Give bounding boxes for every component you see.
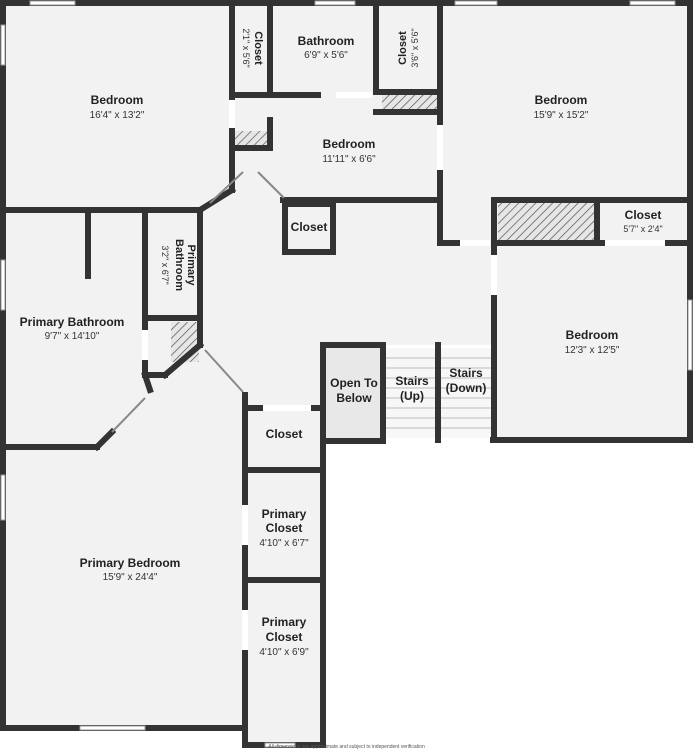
room-dimensions: 4'10" x 6'7" [259,538,309,549]
room-name: Bedroom [535,93,588,107]
stairs-up [386,348,438,438]
room-name: Closet [266,427,303,441]
room-name: Primary Bathroom [20,315,125,329]
room-name-line-2: Closet [266,521,303,535]
room-closet-b: Closet 3'6" x 5'6" [397,28,420,67]
open-to-below-label: Open To Below [330,376,378,405]
room-name: Bedroom [566,328,619,342]
room-primary-bathroom-small: Primary Bathroom 3'2" x 6'7" [160,239,197,291]
room-primary-closet-1: Primary Closet 4'10" x 6'7" [259,507,309,549]
room-dimensions: 16'4" x 13'2" [90,110,145,121]
room-bathroom: Bathroom 6'9" x 5'6" [298,34,355,61]
label-line-1: Stairs [449,366,483,380]
label-line-1: Open To [330,376,378,390]
room-dimensions: 11'11" x 6'6" [322,154,376,165]
room-name-line-2: Closet [266,630,303,644]
room-name: Bathroom [298,34,355,48]
room-name: Closet [625,208,662,222]
room-name-line-1: Primary [185,245,197,287]
stairs-down [441,348,491,438]
room-name: Bedroom [91,93,144,107]
hatched-shaft-2 [498,203,594,240]
label-line-1: Stairs [395,374,429,388]
label-line-2: Below [336,391,372,405]
room-dimensions: 15'9" x 15'2" [534,110,589,121]
room-closet-hall: Closet [291,220,328,234]
hatched-shaft-1 [382,95,437,112]
stairs-up-label: Stairs (Up) [395,374,429,403]
room-dimensions: 3'2" x 6'7" [160,245,170,284]
room-dimensions: 5'7" x 2'4" [623,224,662,234]
room-dimensions: 2'1" x 5'6" [241,28,251,67]
diagonal-openings [111,171,285,433]
room-bedroom-se: Bedroom 12'3" x 12'5" [565,328,620,356]
room-name: Closet [291,220,328,234]
room-closet-a: Closet 2'1" x 5'6" [241,28,264,67]
room-bedroom-nw: Bedroom 16'4" x 13'2" [90,93,145,121]
floor-fills [3,3,690,745]
room-name-line-2: Bathroom [173,239,185,291]
room-primary-closet-2: Primary Closet 4'10" x 6'9" [259,615,309,658]
stairs-down-label: Stairs (Down) [446,366,487,395]
hatched-shaft-3 [234,131,268,147]
room-closet-mid: Closet [266,427,303,441]
label-line-2: (Up) [400,389,424,403]
room-name: Closet [397,31,409,65]
room-primary-bedroom: Primary Bedroom 15'9" x 24'4" [80,556,181,583]
room-name: Primary Bedroom [80,556,181,570]
room-closet-ne: Closet 5'7" x 2'4" [623,208,662,234]
room-bedroom-ne: Bedroom 15'9" x 15'2" [534,93,589,121]
room-dimensions: 3'6" x 5'6" [410,28,420,67]
label-line-2: (Down) [446,381,487,395]
disclaimer-text: All dimensions are approximate and subje… [268,744,425,750]
room-name-line-1: Primary [262,507,307,521]
room-dimensions: 4'10" x 6'9" [259,647,309,658]
room-primary-bathroom: Primary Bathroom 9'7" x 14'10" [20,315,125,342]
room-labels: Bedroom 16'4" x 13'2" Closet 2'1" x 5'6"… [20,28,663,658]
door-openings [142,92,665,650]
room-dimensions: 9'7" x 14'10" [45,331,100,342]
room-name-line-1: Primary [262,615,307,629]
room-name: Bedroom [323,137,376,151]
room-dimensions: 6'9" x 5'6" [304,50,348,61]
room-dimensions: 12'3" x 12'5" [565,345,620,356]
open-to-below-area [326,348,383,438]
room-dimensions: 15'9" x 24'4" [103,572,158,583]
room-bedroom-mid: Bedroom 11'11" x 6'6" [322,137,376,165]
room-name: Closet [252,31,264,65]
